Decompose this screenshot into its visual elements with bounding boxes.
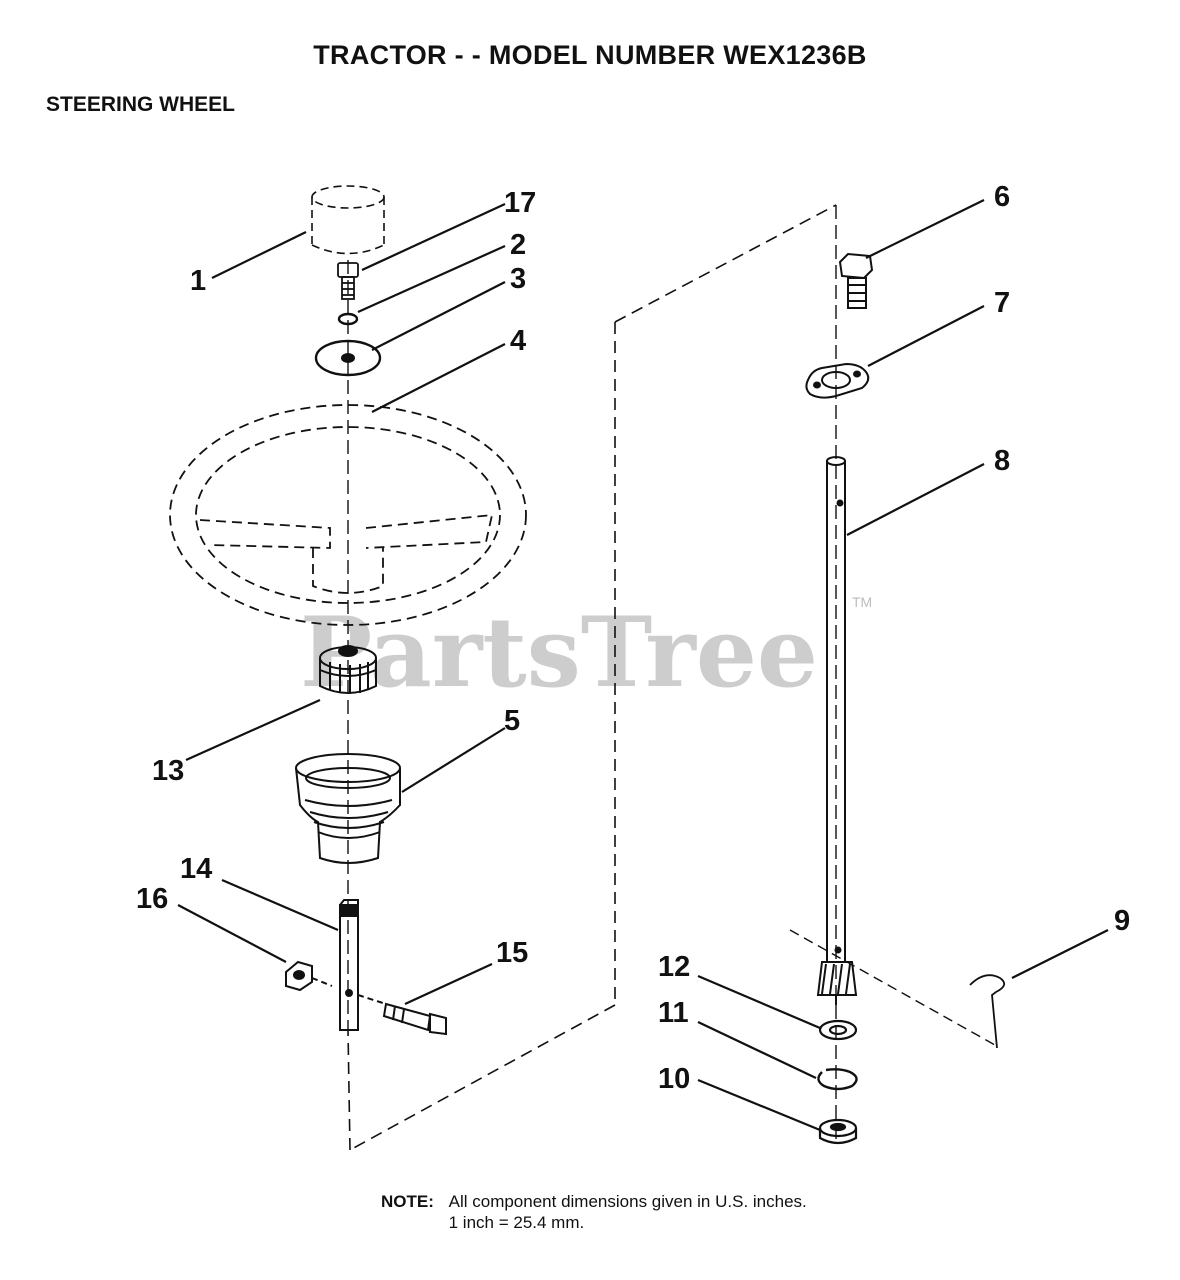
callout-14: 14 — [180, 853, 212, 885]
page-title: TRACTOR - - MODEL NUMBER WEX1236B — [313, 40, 867, 70]
note-body: All component dimensions given in U.S. i… — [449, 1191, 807, 1233]
callout-12: 12 — [658, 951, 690, 983]
part-washer-12 — [818, 1019, 858, 1041]
part-steering-wheel — [169, 404, 527, 626]
section-title: STEERING WHEEL — [46, 93, 236, 116]
part-nut-16 — [285, 960, 333, 992]
callout-7: 7 — [994, 287, 1010, 319]
part-boot-5 — [295, 753, 401, 864]
note-line-1: All component dimensions given in U.S. i… — [448, 1192, 807, 1211]
callout-4: 4 — [510, 325, 526, 357]
callout-15: 15 — [496, 937, 528, 969]
dimension-note: NOTE: All component dimensions given in … — [381, 1191, 807, 1233]
callout-16: 16 — [136, 883, 168, 915]
part-bolt-17 — [337, 262, 359, 300]
part-bushing-10 — [818, 1118, 858, 1145]
part-snap-ring-11 — [817, 1068, 858, 1091]
part-shaft-14 — [339, 899, 359, 1031]
callout-leaders — [177, 199, 1109, 1132]
part-flange-7 — [805, 362, 870, 399]
part-steering-shaft-8 — [826, 456, 846, 962]
watermark-text: PartsTree — [300, 596, 818, 709]
callout-2: 2 — [510, 229, 526, 261]
callout-11: 11 — [658, 997, 689, 1029]
part-adapter-13 — [319, 645, 377, 694]
part-cap-1 — [311, 185, 385, 255]
callout-9: 9 — [1114, 905, 1130, 937]
part-pinion-gear — [816, 961, 858, 1005]
part-bolt-15 — [357, 994, 447, 1036]
callout-8: 8 — [994, 445, 1010, 477]
callout-17: 17 — [504, 187, 536, 219]
pin-alignment-dashed — [789, 929, 996, 1046]
callout-10: 10 — [658, 1063, 690, 1095]
note-line-2: 1 inch = 25.4 mm. — [448, 1213, 585, 1232]
part-pin-9 — [969, 974, 1006, 1049]
part-bolt-6 — [838, 252, 874, 309]
callout-3: 3 — [510, 263, 526, 295]
callout-5: 5 — [504, 705, 520, 737]
callout-labels: 1 17 2 3 4 13 5 14 16 15 6 7 8 9 12 11 1… — [136, 181, 1130, 1095]
watermark-trademark: TM — [852, 594, 872, 610]
assembly-boundary-dashed — [347, 204, 837, 1151]
part-lockwasher-3 — [337, 312, 359, 326]
callout-13: 13 — [152, 755, 184, 787]
callout-6: 6 — [994, 181, 1010, 213]
part-washer-4 — [314, 339, 382, 377]
note-label: NOTE: — [381, 1192, 434, 1211]
callout-1: 1 — [190, 265, 206, 297]
